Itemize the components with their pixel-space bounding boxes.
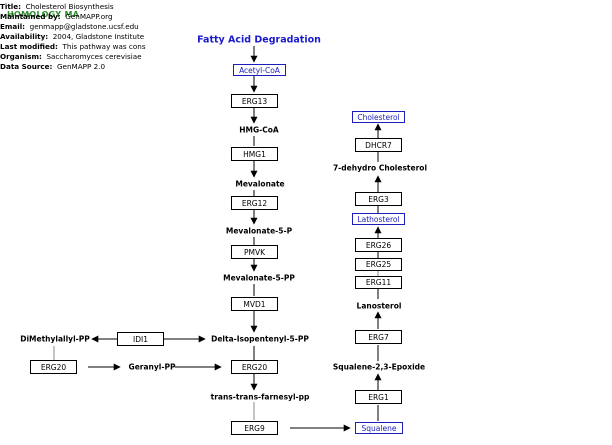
metabolite-geranyl-pp[interactable]: Geranyl-PP	[128, 362, 176, 372]
metabolite-dimethylallyl-pp[interactable]: DiMethylallyl-PP	[20, 334, 90, 344]
meta-maintainer: Maintained by: GenMAPP.org	[0, 12, 113, 21]
metabolite-delta-isopentenyl-5pp[interactable]: Delta-Isopentenyl-5-PP	[211, 334, 309, 344]
metabolite-mevalonate-5pp[interactable]: Mevalonate-5-PP	[223, 273, 295, 283]
metabolite-squalene-epoxide[interactable]: Squalene-2,3-Epoxide	[332, 362, 426, 372]
gene-erg7[interactable]: ERG7	[355, 330, 402, 344]
node-acetyl-coa[interactable]: Acetyl-CoA	[233, 64, 286, 76]
diagram-title[interactable]: Fatty Acid Degradation	[197, 34, 321, 46]
node-squalene[interactable]: Squalene	[355, 422, 403, 434]
meta-data-source: Data Source: GenMAPP 2.0	[0, 62, 106, 71]
gene-erg26[interactable]: ERG26	[355, 238, 402, 252]
gene-erg9[interactable]: ERG9	[231, 421, 278, 435]
gene-erg1[interactable]: ERG1	[355, 390, 402, 404]
gene-idi1[interactable]: IDI1	[117, 332, 164, 346]
meta-email: Email: genmapp@gladstone.ucsf.edu	[0, 22, 139, 31]
data-source-value: GenMAPP 2.0	[56, 62, 106, 71]
node-lathosterol[interactable]: Lathosterol	[352, 213, 405, 225]
node-cholesterol[interactable]: Cholesterol	[352, 111, 405, 123]
metabolite-mevalonate-5p[interactable]: Mevalonate-5-P	[225, 226, 293, 236]
homology-mapped-overlay: HOMOLOGY MA	[7, 10, 80, 19]
meta-organism: Organism: Saccharomyces cerevisiae	[0, 52, 142, 61]
metabolite-farnesyl-pp[interactable]: trans-trans-farnesyl-pp	[210, 392, 310, 402]
meta-availability: Availability: 2004, Gladstone Institute	[0, 32, 145, 41]
meta-last-modified: Last modified: This pathway was cons	[0, 42, 146, 51]
organism-value: Saccharomyces cerevisiae	[46, 52, 142, 61]
gene-mvd1[interactable]: MVD1	[231, 297, 278, 311]
gene-erg25[interactable]: ERG25	[355, 258, 402, 271]
maintainer-value: GenMAPP.org	[65, 12, 113, 21]
meta-title: Title: Cholesterol Biosynthesis	[0, 2, 114, 11]
gene-erg20-center[interactable]: ERG20	[231, 360, 278, 374]
pathway-title: Cholesterol Biosynthesis	[25, 2, 114, 11]
gene-hmg1[interactable]: HMG1	[231, 147, 278, 161]
availability-value: 2004, Gladstone Institute	[52, 32, 145, 41]
gene-erg3[interactable]: ERG3	[355, 192, 402, 206]
gene-erg13[interactable]: ERG13	[231, 94, 278, 108]
gene-dhcr7[interactable]: DHCR7	[355, 138, 402, 152]
metabolite-hmg-coa[interactable]: HMG-CoA	[239, 125, 279, 135]
gene-erg12[interactable]: ERG12	[231, 196, 278, 210]
gene-pmvk[interactable]: PMVK	[231, 245, 278, 259]
email-value: genmapp@gladstone.ucsf.edu	[29, 22, 139, 31]
gene-erg20-left[interactable]: ERG20	[30, 360, 77, 374]
metabolite-lanosterol[interactable]: Lanosterol	[356, 301, 402, 311]
last-modified-value: This pathway was cons	[62, 42, 146, 51]
metabolite-7-dehydro-cholesterol[interactable]: 7-dehydro Cholesterol	[332, 163, 428, 173]
gene-erg11[interactable]: ERG11	[355, 276, 402, 289]
metabolite-mevalonate[interactable]: Mevalonate	[235, 179, 285, 189]
